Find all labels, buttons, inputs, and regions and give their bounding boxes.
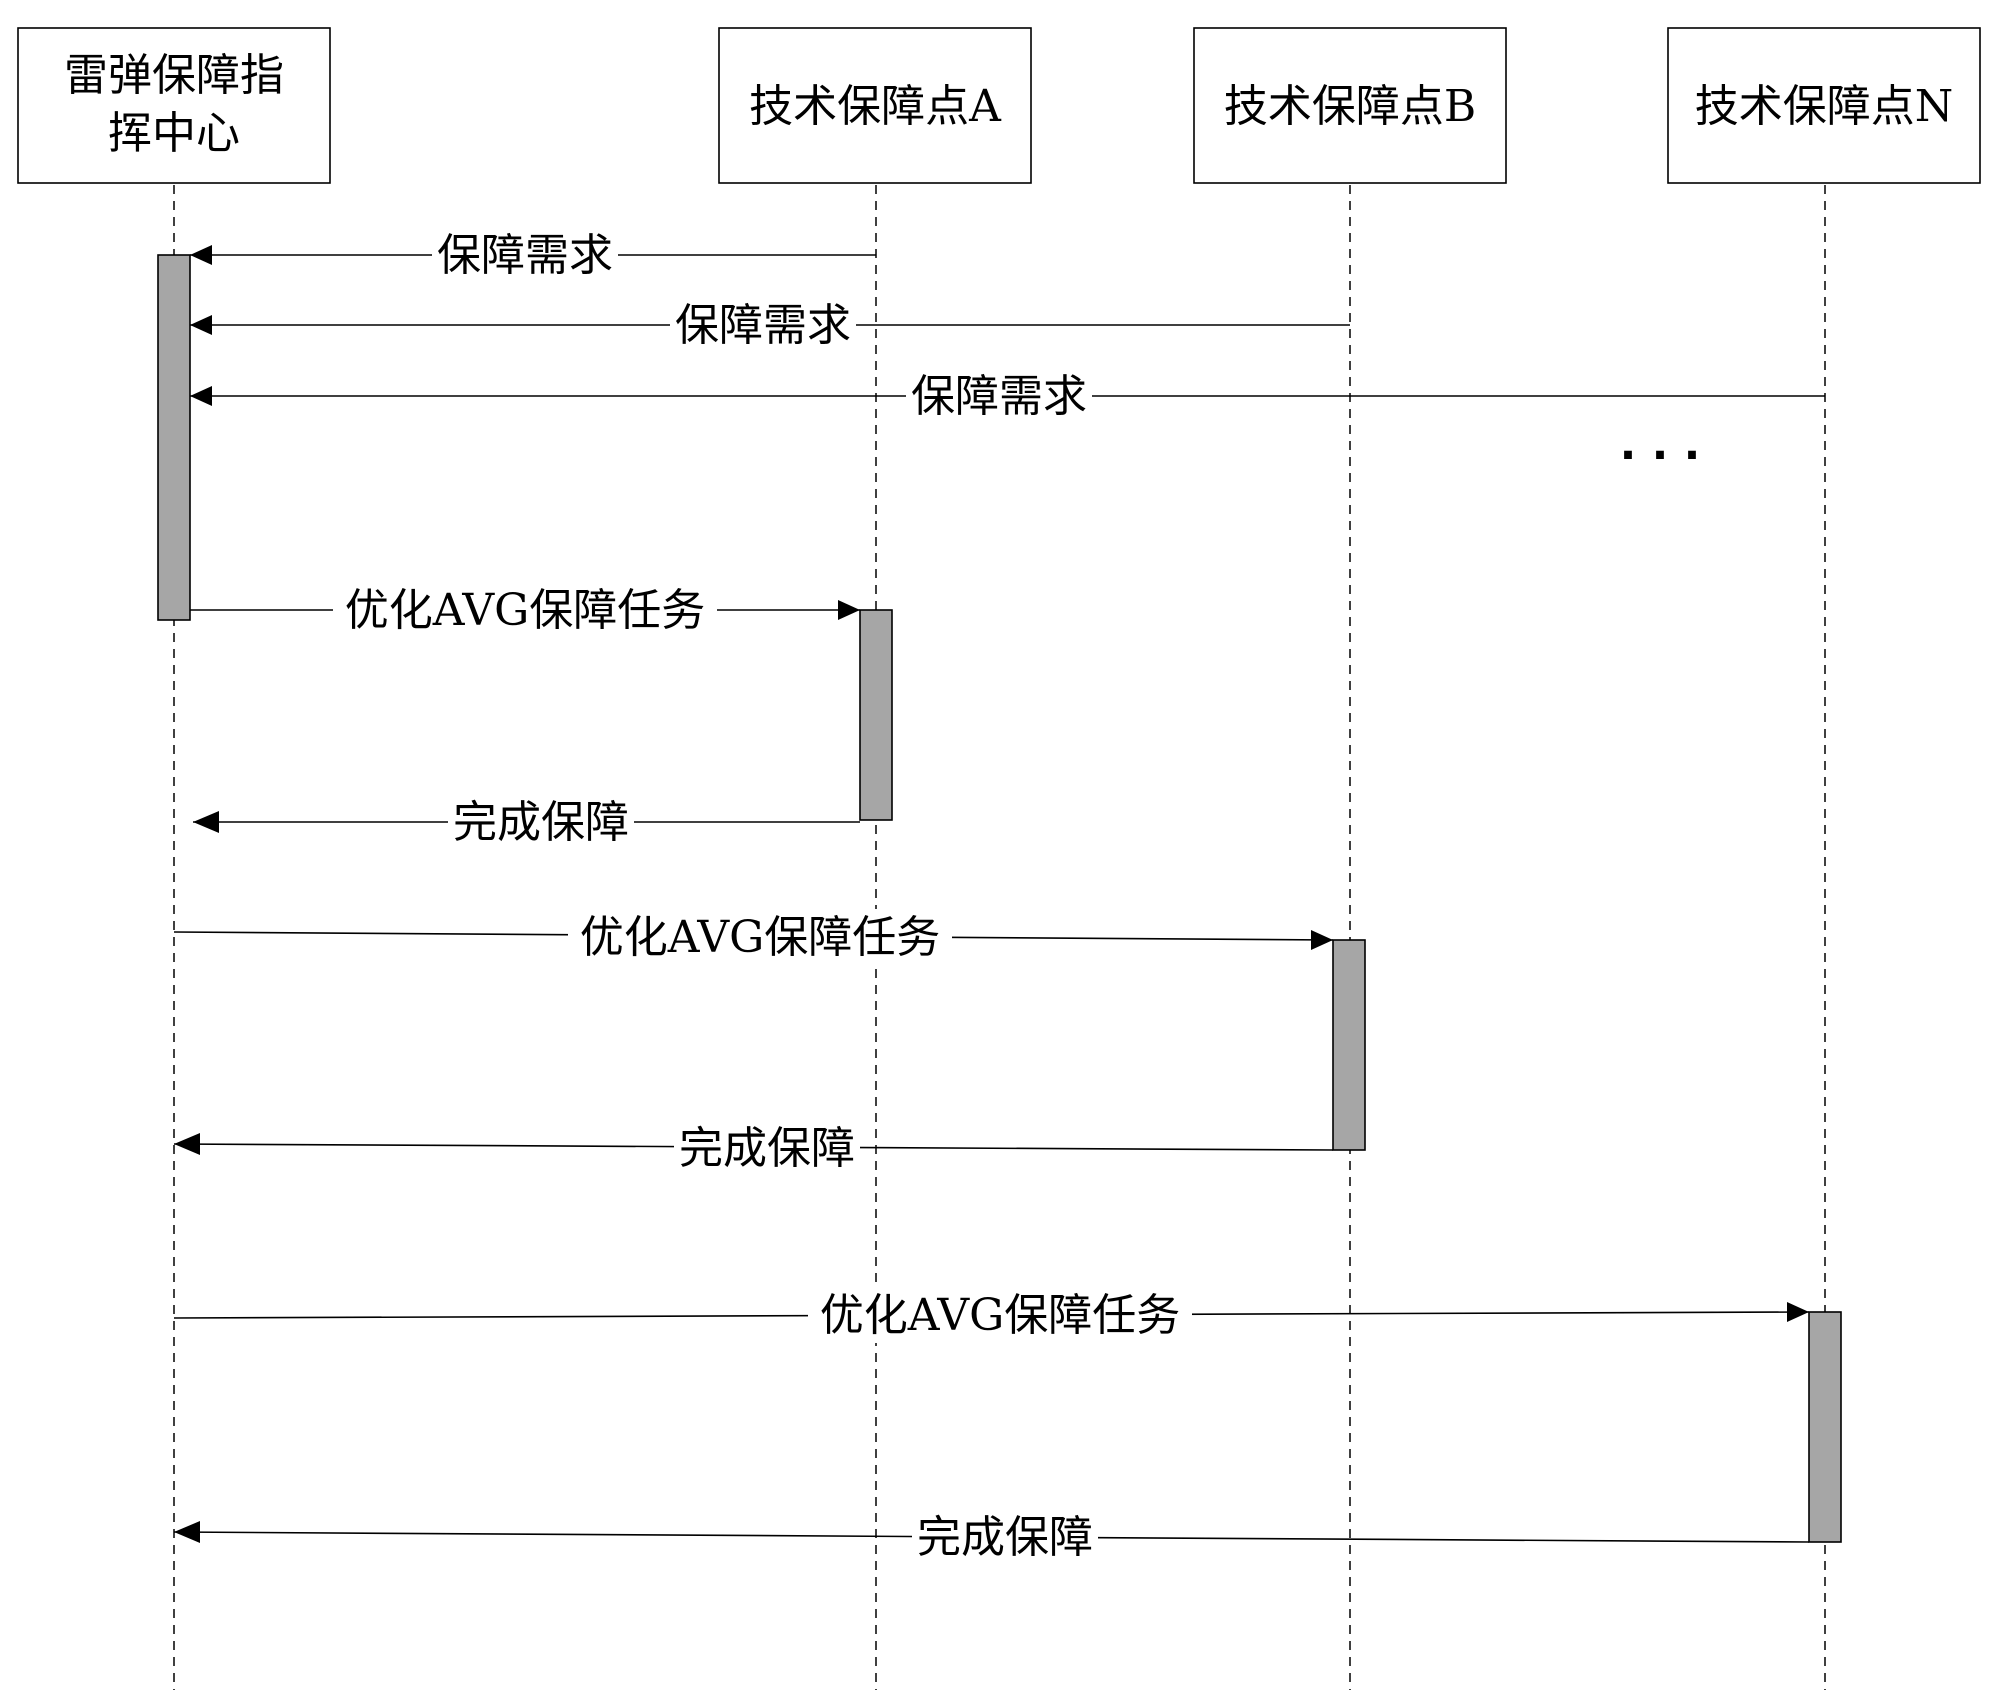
arrow-head-right-icon	[1787, 1302, 1809, 1322]
arrow-head-right-icon	[1311, 930, 1333, 950]
actor-point-n-label: 技术保障点N	[1695, 81, 1954, 132]
message-label: 优化AVG保障任务	[345, 585, 706, 636]
ellipsis: · · ·	[1620, 430, 1701, 481]
actor-point-b-label: 技术保障点B	[1224, 81, 1476, 132]
activation-point-a	[859, 609, 893, 821]
arrow-head-left-icon	[174, 1521, 200, 1543]
actor-center: 雷弹保障指 挥中心	[17, 27, 331, 184]
message-done-b: 完成保障	[173, 1119, 1334, 1175]
arrow-head-left-icon	[190, 315, 212, 335]
message-label: 保障需求	[437, 230, 613, 281]
actor-center-line-1: 雷弹保障指	[64, 50, 284, 101]
message-done-n: 完成保障	[173, 1508, 1810, 1564]
actor-point-n: 技术保障点N	[1667, 27, 1981, 184]
activation-point-n	[1808, 1311, 1842, 1543]
message-request-a: 保障需求	[190, 226, 876, 282]
message-request-n: 保障需求	[190, 367, 1825, 423]
message-request-b: 保障需求	[190, 296, 1350, 352]
message-task-n: 优化AVG保障任务	[173, 1287, 1810, 1343]
message-label: 优化AVG保障任务	[580, 912, 941, 963]
message-label: 优化AVG保障任务	[820, 1290, 1181, 1341]
actor-point-a: 技术保障点A	[718, 27, 1032, 184]
arrow-head-left-icon	[190, 386, 212, 406]
actor-point-a-label: 技术保障点A	[749, 81, 1002, 132]
message-label: 完成保障	[917, 1512, 1093, 1563]
actor-center-line-2: 挥中心	[108, 108, 240, 159]
message-label: 保障需求	[911, 371, 1087, 422]
message-task-a: 优化AVG保障任务	[190, 581, 860, 637]
arrow-head-right-icon	[838, 600, 860, 620]
message-task-b: 优化AVG保障任务	[173, 909, 1334, 965]
arrow-head-left-icon	[193, 811, 219, 833]
actor-point-b: 技术保障点B	[1193, 27, 1507, 184]
arrow-head-left-icon	[174, 1133, 200, 1155]
message-label: 保障需求	[675, 300, 851, 351]
message-label: 完成保障	[679, 1123, 855, 1174]
arrow-head-left-icon	[190, 245, 212, 265]
activation-point-b	[1332, 939, 1366, 1151]
activation-center	[157, 254, 191, 621]
message-label: 完成保障	[453, 797, 629, 848]
message-done-a: 完成保障	[193, 793, 860, 849]
